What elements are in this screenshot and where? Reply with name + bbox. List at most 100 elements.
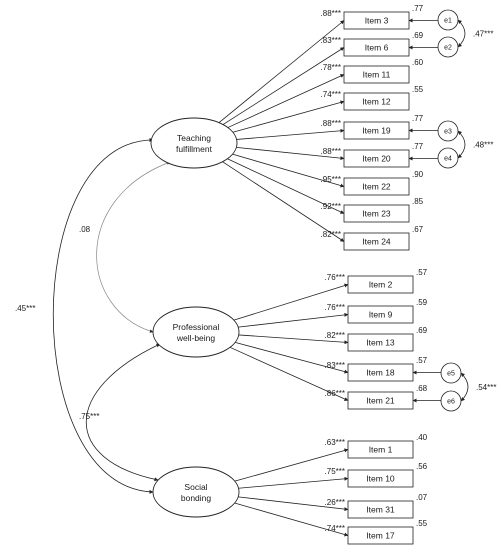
- loading-label: .26***: [325, 498, 345, 507]
- loading-label: .78***: [321, 63, 341, 72]
- loading-label: .92***: [321, 202, 341, 211]
- error-covariance-arrow: [457, 130, 466, 159]
- r-squared-label: .57: [416, 356, 428, 365]
- item-label: Item 3: [365, 16, 389, 26]
- item-label: Item 17: [366, 531, 395, 541]
- item-label: Item 13: [366, 338, 395, 348]
- item-box: [347, 391, 414, 410]
- item-label: Item 9: [369, 310, 393, 320]
- error-circle: [440, 390, 462, 412]
- r-squared-label: .57: [416, 268, 428, 277]
- error-label: e2: [444, 45, 452, 52]
- item-box: [343, 121, 410, 140]
- factor-covariance-label: .75***: [79, 412, 99, 421]
- loading-path: [238, 334, 349, 345]
- factor-label: well-being: [176, 333, 216, 343]
- loading-path: [232, 100, 345, 133]
- item-label: Item 19: [362, 126, 391, 136]
- item-label: Item 22: [362, 182, 391, 192]
- loading-label: .75***: [325, 467, 345, 476]
- item-box: [347, 500, 414, 519]
- item-label: Item 21: [366, 396, 395, 406]
- r-squared-label: .90: [412, 170, 424, 179]
- item-box: [347, 469, 414, 488]
- error-circle: [437, 147, 459, 169]
- error-circle: [437, 120, 459, 142]
- factor-label: fulfillment: [176, 144, 213, 154]
- loading-path: [234, 448, 349, 482]
- item-box: [347, 305, 414, 324]
- item-box: [343, 92, 410, 111]
- loading-path: [222, 47, 345, 125]
- r-squared-label: .56: [416, 462, 428, 471]
- error-label: e5: [447, 371, 455, 378]
- item-label: Item 1: [369, 445, 393, 455]
- loading-path: [234, 342, 349, 374]
- r-squared-label: .69: [412, 31, 424, 40]
- item-label: Item 18: [366, 368, 395, 378]
- error-circle: [440, 362, 462, 384]
- error-circle: [437, 36, 459, 58]
- item-box: [343, 204, 410, 223]
- error-circle: [437, 9, 459, 31]
- item-label: Item 12: [362, 97, 391, 107]
- item-box: [347, 440, 414, 459]
- item-label: Item 31: [366, 505, 395, 515]
- loading-path: [238, 496, 349, 512]
- r-squared-label: .07: [416, 493, 428, 502]
- loading-label: .88***: [321, 9, 341, 18]
- r-squared-label: .55: [412, 85, 424, 94]
- item-box: [343, 38, 410, 57]
- error-covariance-arrow: [460, 372, 469, 402]
- factor-ellipse: [152, 306, 240, 358]
- loading-label: .74***: [321, 90, 341, 99]
- r-squared-label: .77: [412, 4, 424, 13]
- loading-path: [236, 128, 345, 140]
- item-box: [343, 65, 410, 84]
- loading-label: .76***: [325, 303, 345, 312]
- error-label: e1: [444, 18, 452, 25]
- item-label: Item 23: [362, 209, 391, 219]
- error-covariance-label: .48***: [473, 141, 493, 150]
- loading-path: [238, 312, 349, 328]
- loading-path: [222, 161, 345, 242]
- loading-label: .74***: [325, 524, 345, 533]
- loading-path: [236, 146, 345, 161]
- loading-label: .83***: [325, 361, 345, 370]
- item-box: [343, 11, 410, 30]
- error-label: e3: [444, 129, 452, 136]
- loading-path: [227, 74, 345, 128]
- item-box: [343, 177, 410, 196]
- loading-path: [229, 346, 349, 401]
- item-label: Item 24: [362, 237, 391, 247]
- factor-label: Social: [184, 482, 207, 492]
- loading-label: .88***: [321, 147, 341, 156]
- item-box: [347, 363, 414, 382]
- r-squared-label: .85: [412, 197, 424, 206]
- item-box: [347, 333, 414, 352]
- loading-label: .76***: [325, 273, 345, 282]
- r-squared-label: .67: [412, 225, 424, 234]
- loading-path: [232, 153, 345, 188]
- factor-ellipse: [150, 117, 238, 169]
- error-covariance-label: .47***: [473, 30, 493, 39]
- item-box: [347, 526, 414, 545]
- loading-label: .86***: [325, 389, 345, 398]
- error-covariance-arrow: [457, 19, 466, 48]
- loading-path: [233, 283, 349, 321]
- loading-label: .82***: [321, 230, 341, 239]
- error-label: e4: [444, 156, 452, 163]
- item-label: Item 10: [366, 474, 395, 484]
- factor-covariance-arrow: [96, 161, 171, 333]
- loading-label: .95***: [321, 175, 341, 184]
- factor-label: Teaching: [177, 133, 211, 143]
- r-squared-label: .69: [416, 326, 428, 335]
- loading-path: [218, 20, 345, 123]
- r-squared-label: .60: [412, 58, 424, 67]
- item-label: Item 20: [362, 154, 391, 164]
- r-squared-label: .77: [412, 114, 424, 123]
- factor-covariance-arrow: [86, 343, 161, 482]
- loading-label: .63***: [325, 438, 345, 447]
- item-label: Item 6: [365, 43, 389, 53]
